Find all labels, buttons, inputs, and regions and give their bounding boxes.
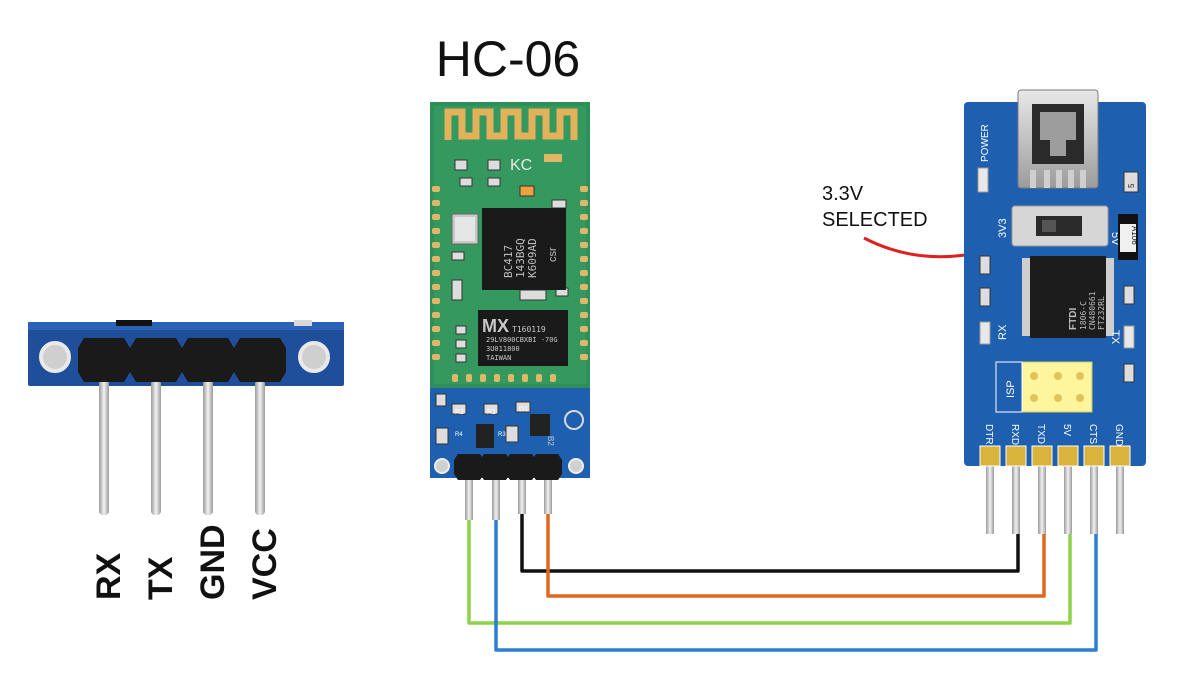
pin-label-rx: RX — [90, 552, 128, 600]
header-pin — [130, 338, 182, 515]
ft232-chip-line: FTDI — [1068, 308, 1079, 330]
header-pin — [182, 338, 234, 515]
usb-connector — [1017, 89, 1099, 189]
base-components: R2 R1 D1 B2 R4 R3 — [435, 393, 584, 448]
wire-black — [520, 510, 1020, 573]
pin-label-tx: TX — [142, 556, 180, 600]
chip-top-line: K609AD — [526, 238, 539, 278]
ftdi-pin-label-5v: 5V — [1061, 424, 1072, 437]
antenna-trace — [444, 108, 578, 140]
pin-label-gnd: GND — [194, 524, 232, 600]
chip-top-line: 143BGQ — [514, 238, 527, 278]
title: HC-06 — [436, 31, 580, 87]
pcb-mark: R1 — [487, 409, 496, 416]
flash-chip-line: 3U011800 — [486, 345, 520, 353]
ftdi-pin-label-dtr: DTR — [983, 424, 994, 445]
rx-led — [979, 321, 991, 345]
ftdi-pin-label-txd: TXD — [1035, 424, 1046, 444]
ftdi-pin-label-gnd: GND — [1113, 424, 1124, 446]
hc06-board: KC BC417 143BGQ K609AD csr MX T160119 29… — [430, 102, 590, 520]
ftdi-pin-label-rxd: RXD — [1009, 424, 1020, 445]
wire-blue — [494, 515, 1098, 652]
wires — [467, 510, 1098, 652]
chip-top-brand: csr — [547, 247, 559, 262]
small-component-label: 5 — [1127, 183, 1136, 188]
tx-led — [1123, 325, 1135, 349]
power-led — [977, 167, 989, 193]
bluetooth-chip: BC417 143BGQ K609AD csr — [482, 208, 566, 290]
annotation-line-1: 3.3V — [822, 183, 864, 205]
resistor-label: A106 — [1130, 226, 1139, 245]
smd-components: KC — [451, 154, 569, 363]
pin-label-vcc: VCC — [246, 528, 284, 600]
power-label: POWER — [980, 124, 991, 162]
header-pin — [78, 338, 130, 515]
pcb-mark: D1 — [519, 406, 528, 413]
pcb-mark: R2 — [455, 409, 464, 416]
tx-led-label: TX — [1109, 330, 1121, 345]
wire-orange — [546, 510, 1046, 598]
mount-hole-left — [39, 341, 71, 373]
flash-chip-line: 29LV800CBXBI -70G — [486, 336, 558, 344]
pcb-mark: R4 — [455, 432, 463, 438]
base-mount-hole — [564, 410, 584, 430]
side-pads — [432, 186, 588, 382]
ftdi-board: POWER 5 3V3 5V A106 FTDI 1806-C CN480661… — [964, 89, 1146, 534]
ft232-chip-line: FT232RL — [1097, 296, 1106, 330]
ft232-chip-line: 1806-C — [1079, 301, 1088, 330]
flash-chip-line: T160119 — [512, 325, 546, 334]
v3-label: 3V3 — [997, 218, 1009, 238]
chip-top-line: BC417 — [502, 245, 515, 278]
pin-header-module: RX TX GND VCC — [28, 320, 344, 600]
header-pin — [234, 338, 286, 515]
flash-chip-line: TAIWAN — [486, 354, 511, 362]
pcb-mark: B2 — [546, 436, 555, 446]
ft232-chip: FTDI 1806-C CN480661 FT232RL — [1022, 256, 1114, 338]
isp-label: ISP — [1005, 380, 1017, 398]
hc06-pins — [434, 454, 584, 520]
ft232-chip-line: CN480661 — [1088, 291, 1097, 330]
annotation-line-2: SELECTED — [822, 209, 928, 231]
wire-green — [467, 515, 1072, 625]
ftdi-pin-label-cts: CTS — [1087, 424, 1098, 444]
mount-hole-right — [298, 341, 330, 373]
pcb-mark: R3 — [498, 432, 506, 438]
kc-logo: KC — [510, 157, 532, 174]
flash-chip: MX T160119 29LV800CBXBI -70G 3U011800 TA… — [478, 310, 568, 366]
flash-chip-brand: MX — [482, 316, 509, 336]
ftdi-pins — [979, 445, 1131, 534]
rx-led-label: RX — [997, 324, 1009, 340]
